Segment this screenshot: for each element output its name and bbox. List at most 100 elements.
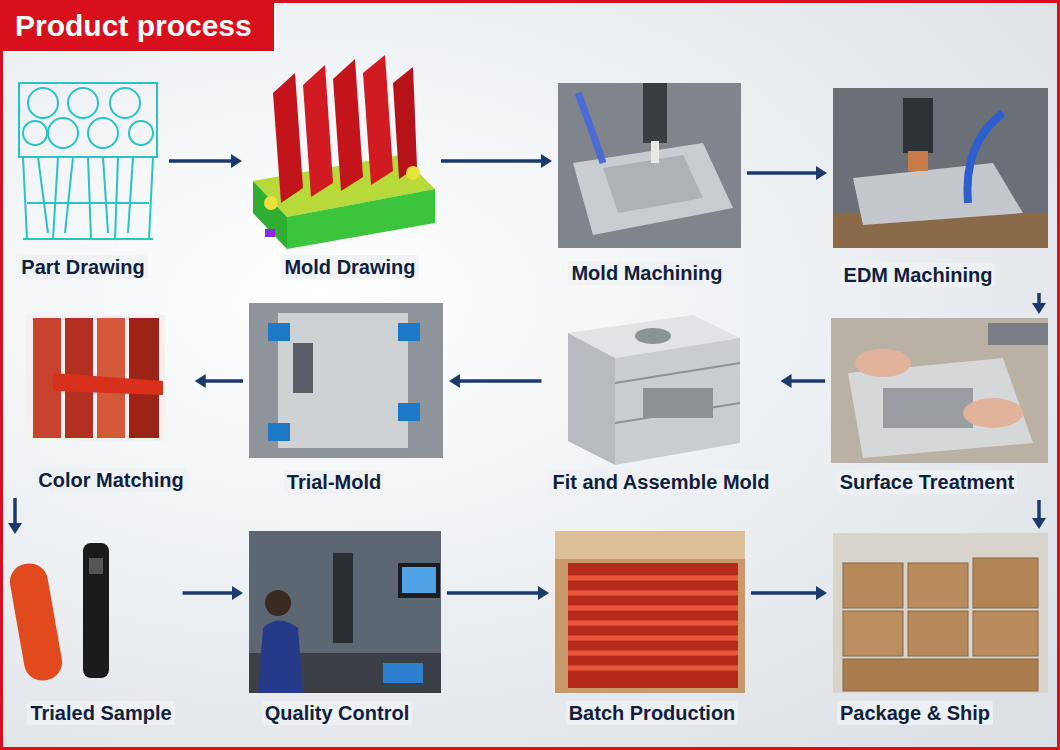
- step-caption: Color Matching: [35, 468, 187, 492]
- arrow-head: [541, 154, 552, 168]
- assembled-mold: [568, 315, 740, 465]
- arrow-head: [781, 374, 792, 388]
- mold-drawing-3d: [406, 166, 420, 180]
- process-step: EDM Machining: [833, 88, 1048, 289]
- arrow-shaft: [751, 591, 818, 595]
- flow-arrow: [447, 586, 549, 600]
- edm-machining-photo: [853, 163, 1023, 225]
- step-caption: Surface Treatment: [837, 470, 1018, 494]
- quality-control-photo: [265, 590, 291, 616]
- step-caption: Batch Production: [566, 701, 739, 725]
- connector-layer: [3, 3, 1060, 750]
- step-caption: Mold Drawing: [281, 255, 418, 279]
- process-step: Part Drawing: [13, 78, 163, 281]
- process-step: Trialed Sample: [15, 538, 177, 727]
- trialed-sample-parts: [83, 543, 109, 678]
- arrow-head: [8, 523, 22, 534]
- mold-drawing-3d: [273, 73, 303, 203]
- mold-drawing-3d: [253, 55, 435, 249]
- color-swatches: [129, 318, 159, 438]
- assembled-mold: [568, 333, 615, 465]
- part-drawing-crate: [68, 88, 98, 118]
- mold-drawing-3d: [363, 55, 393, 185]
- surface-treatment-photo: [831, 318, 1048, 463]
- arrow-shaft: [747, 171, 818, 175]
- step-caption: Quality Control: [262, 701, 412, 725]
- process-step: Color Matching: [21, 313, 189, 494]
- mold-machining-photo: [558, 83, 741, 248]
- part-drawing-crate: [129, 121, 153, 145]
- package-ship-photo: [833, 533, 1048, 693]
- arrow-head: [538, 586, 549, 600]
- arrow-head: [1032, 303, 1046, 314]
- trial-mold-photo: [293, 343, 313, 393]
- surface-treatment-photo: [883, 388, 973, 428]
- color-swatches: [25, 315, 165, 441]
- step-caption: EDM Machining: [841, 263, 996, 287]
- process-step: Batch Production: [555, 531, 745, 727]
- edm-machining-photo: [967, 113, 1003, 203]
- arrow-head: [816, 586, 827, 600]
- batch-production-photo: [568, 578, 738, 668]
- process-step: Surface Treatment: [831, 318, 1048, 496]
- assembled-mold: [635, 328, 671, 344]
- edm-machining-photo: [908, 151, 928, 171]
- flow-arrow: [8, 498, 22, 534]
- process-step: Trial-Mold: [249, 303, 443, 496]
- arrow-shaft: [1037, 500, 1041, 520]
- quality-control-photo: [249, 531, 441, 693]
- surface-treatment-photo: [988, 323, 1048, 345]
- quality-control-photo: [402, 567, 436, 593]
- part-drawing-crate: [23, 121, 47, 145]
- arrow-head: [231, 154, 242, 168]
- quality-control-photo: [249, 531, 441, 693]
- process-step: Package & Ship: [833, 533, 1048, 727]
- quality-control-photo: [383, 663, 423, 683]
- part-drawing-crate: [48, 118, 78, 148]
- edm-machining-photo: [833, 88, 1048, 248]
- surface-treatment-photo: [831, 318, 1048, 463]
- step-illustrations: [3, 3, 1060, 750]
- part-drawing-crate: [19, 83, 157, 239]
- process-step: Fit and Assemble Mold: [547, 308, 774, 496]
- part-drawing-crate: [19, 83, 157, 157]
- trial-mold-photo: [249, 303, 443, 458]
- flow-arrow: [449, 374, 541, 388]
- mold-machining-photo: [643, 83, 667, 143]
- arrow-shaft: [458, 379, 541, 383]
- flow-arrow: [751, 586, 827, 600]
- color-swatches: [25, 315, 165, 441]
- flow-arrow: [183, 586, 243, 600]
- mold-drawing-3d: [303, 65, 333, 197]
- package-ship-photo: [843, 659, 1038, 691]
- trial-mold-photo: [268, 423, 290, 441]
- flow-arrow: [1032, 500, 1046, 529]
- package-ship-photo: [973, 558, 1038, 608]
- step-caption: Trial-Mold: [284, 470, 384, 494]
- edm-machining-photo: [903, 98, 933, 153]
- step-caption: Trialed Sample: [27, 701, 174, 725]
- mold-machining-photo: [558, 83, 741, 248]
- arrow-head: [1032, 518, 1046, 529]
- arrow-head: [195, 374, 206, 388]
- package-ship-photo: [833, 533, 1048, 693]
- arrow-shaft: [169, 159, 233, 163]
- trial-mold-photo: [278, 313, 408, 448]
- mold-machining-photo: [578, 93, 603, 163]
- part-drawing-crate: [110, 88, 140, 118]
- batch-production-photo: [555, 531, 745, 693]
- flow-arrow: [1032, 293, 1046, 314]
- quality-control-photo: [258, 621, 303, 694]
- arrow-shaft: [441, 159, 543, 163]
- surface-treatment-photo: [855, 349, 911, 377]
- mold-drawing-3d: [265, 229, 275, 237]
- assembled-mold: [615, 363, 740, 423]
- trialed-sample-parts: [7, 543, 109, 683]
- batch-production-photo: [555, 531, 745, 559]
- trialed-sample-parts: [7, 561, 65, 684]
- arrow-head: [449, 374, 460, 388]
- mold-drawing-3d: [287, 189, 435, 249]
- arrow-head: [816, 166, 827, 180]
- arrow-shaft: [204, 379, 243, 383]
